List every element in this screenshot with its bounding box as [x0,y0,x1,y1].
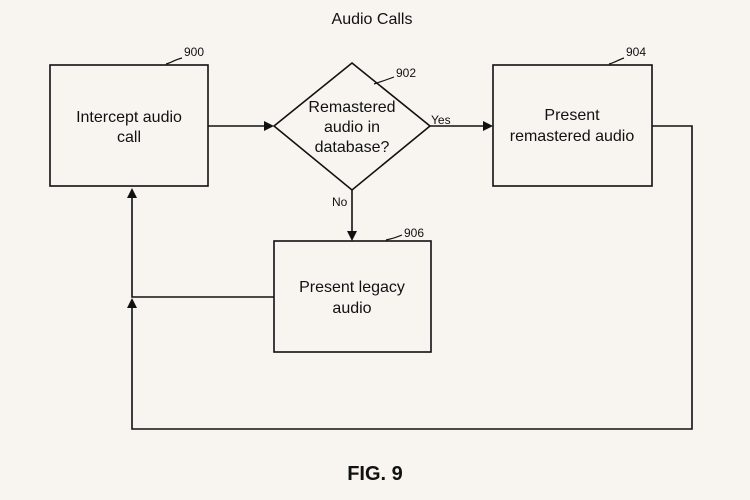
present-remastered-line-1: Present [544,107,600,124]
arrow-remastered-loop-back-to-intercept [127,125,693,430]
intercept-audio-call-line-1: Intercept audio [76,109,182,126]
intercept-reference-leader [165,57,183,65]
intercept-reference-number: 900 [184,45,204,59]
present-legacy-line-1: Present legacy [299,279,405,296]
present-remastered-audio-box [492,64,653,187]
intercept-audio-call-box [49,64,209,187]
arrow-legacy-back-to-intercept [127,188,274,298]
present-remastered-line-2: remastered audio [510,128,635,145]
present-legacy-audio-box [273,240,432,353]
present-legacy-reference-number: 906 [404,226,424,240]
present-remastered-reference-leader [608,57,625,65]
diagram-title: Audio Calls [332,11,413,28]
present-legacy-reference-leader [385,234,403,241]
no-label: No [332,195,348,209]
yes-label: Yes [431,113,451,127]
present-remastered-reference-number: 904 [626,45,646,59]
decision-reference-number: 902 [396,66,416,80]
decision-line-1: Remastered [308,99,395,116]
intercept-audio-call-line-2: call [117,129,141,146]
decision-reference-leader [373,76,395,85]
figure-label: FIG. 9 [347,463,403,485]
present-legacy-line-2: audio [332,300,371,317]
decision-line-3: database? [315,139,390,156]
decision-line-2: audio in [324,119,380,136]
